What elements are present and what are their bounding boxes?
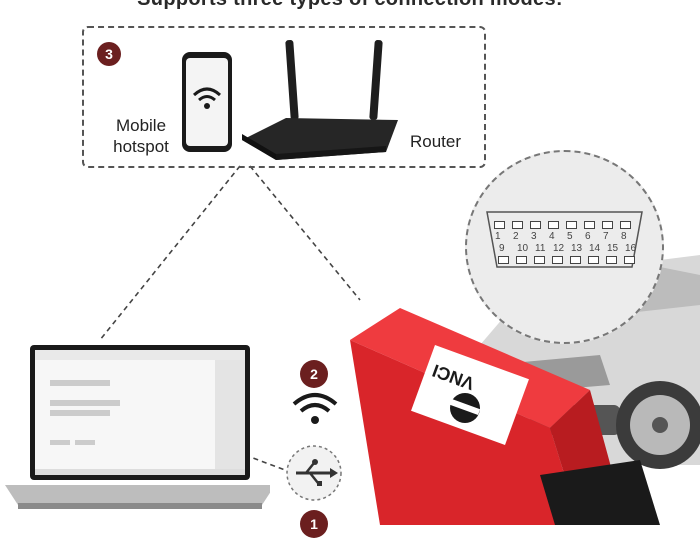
pin-number: 2 bbox=[513, 231, 519, 242]
router-icon bbox=[242, 40, 398, 160]
pin-contact bbox=[606, 256, 617, 264]
vnci-device bbox=[350, 308, 660, 525]
pin-number: 7 bbox=[603, 231, 609, 242]
pin-contact bbox=[530, 221, 541, 229]
pin-number: 1 bbox=[495, 231, 501, 242]
line-laptop-to-usb bbox=[244, 454, 286, 471]
line-box-to-device bbox=[249, 165, 361, 301]
pin-contact bbox=[624, 256, 635, 264]
mobile-label-line2: hotspot bbox=[113, 137, 169, 156]
pin-contact bbox=[498, 256, 509, 264]
wifi-icon bbox=[292, 393, 338, 424]
pin-contact bbox=[588, 256, 599, 264]
mobile-hotspot-label: Mobile hotspot bbox=[101, 115, 181, 157]
pin-contact bbox=[512, 221, 523, 229]
pin-contact bbox=[534, 256, 545, 264]
pin-number: 4 bbox=[549, 231, 555, 242]
pin-number: 11 bbox=[535, 243, 546, 254]
pin-number: 15 bbox=[607, 243, 619, 254]
pin-number: 3 bbox=[531, 231, 537, 242]
pin-number: 8 bbox=[621, 231, 627, 242]
mode-1-badge: 1 bbox=[300, 510, 328, 538]
connection-lines bbox=[99, 165, 361, 471]
smartphone-icon bbox=[182, 52, 232, 152]
line-box-to-laptop bbox=[99, 165, 241, 341]
pin-number: 5 bbox=[567, 231, 573, 242]
pin-number: 6 bbox=[585, 231, 591, 242]
pin-number: 10 bbox=[517, 243, 529, 254]
mode-3-box bbox=[82, 26, 486, 168]
laptop-icon bbox=[5, 345, 270, 509]
mode-2-badge: 2 bbox=[300, 360, 328, 388]
router-label: Router bbox=[410, 132, 462, 151]
pin-number: 13 bbox=[571, 243, 583, 254]
pin-number: 16 bbox=[625, 243, 637, 254]
pin-number: 14 bbox=[589, 243, 601, 254]
mode-3-badge: 3 bbox=[97, 42, 121, 66]
pin-number: 9 bbox=[499, 243, 505, 254]
pin-contact bbox=[566, 221, 577, 229]
pin-contact bbox=[602, 221, 613, 229]
page-heading: Supports three types of connection modes… bbox=[0, 0, 700, 11]
pin-contact bbox=[494, 221, 505, 229]
pin-contact bbox=[570, 256, 581, 264]
pin-contact bbox=[552, 256, 563, 264]
pin-contact bbox=[548, 221, 559, 229]
pin-contact bbox=[516, 256, 527, 264]
obd-port-outline bbox=[486, 211, 643, 268]
pin-contact bbox=[620, 221, 631, 229]
mobile-label-line1: Mobile bbox=[115, 116, 167, 135]
pin-contact bbox=[584, 221, 595, 229]
pin-number: 12 bbox=[553, 243, 565, 254]
usb-icon bbox=[286, 445, 342, 501]
